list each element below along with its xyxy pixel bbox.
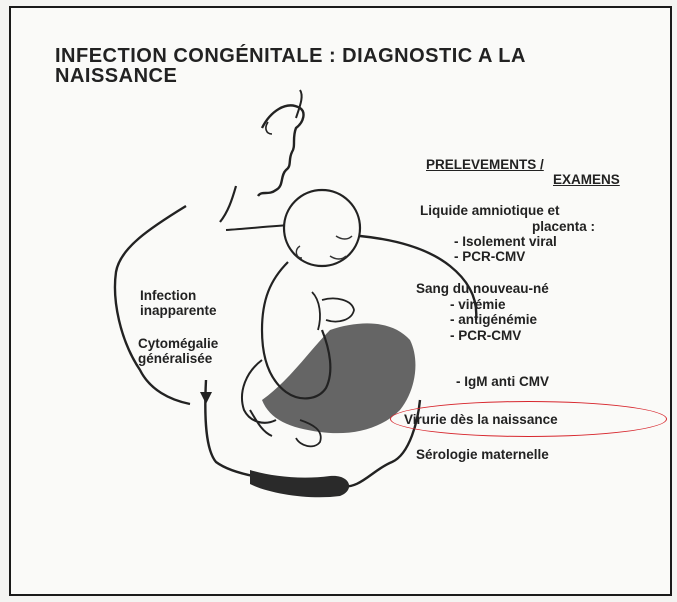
infection-line-2: inapparente <box>140 303 217 318</box>
liquide-line-2: placenta : <box>532 219 595 234</box>
liquide-item-1: - Isolement viral <box>454 234 557 249</box>
sang-item-1: - virémie <box>450 297 506 312</box>
mother-hand <box>322 298 354 321</box>
label-cytomegalie: Cytomégalie généralisée <box>138 336 218 366</box>
mother-neck <box>220 186 236 222</box>
serologie-line: Sérologie maternelle <box>416 447 549 462</box>
header-examens: EXAMENS <box>553 172 620 187</box>
label-infection-inapparente: Infection inapparente <box>140 288 217 318</box>
cyto-line-1: Cytomégalie <box>138 336 218 351</box>
liquide-line-1: Liquide amniotique et <box>420 203 560 218</box>
sang-title: Sang du nouveau-né <box>416 281 549 296</box>
baby-head <box>284 190 360 266</box>
sang-item-3: - PCR-CMV <box>450 328 521 343</box>
highlight-ellipse <box>390 401 667 437</box>
pointer-mark <box>200 392 212 404</box>
sang-item-2: - antigénémie <box>450 312 537 327</box>
cyto-line-2: généralisée <box>138 351 218 366</box>
clothing-shadow-lower <box>250 470 349 497</box>
igm-line: - IgM anti CMV <box>456 374 549 389</box>
baby-arm <box>312 292 320 330</box>
liquide-item-2: - PCR-CMV <box>454 249 525 264</box>
header-prelevements: PRELEVEMENTS / <box>426 157 544 172</box>
mother-ear <box>266 122 272 134</box>
infection-line-1: Infection <box>140 288 217 303</box>
mother-head <box>258 105 303 196</box>
mother-hair <box>296 90 302 118</box>
